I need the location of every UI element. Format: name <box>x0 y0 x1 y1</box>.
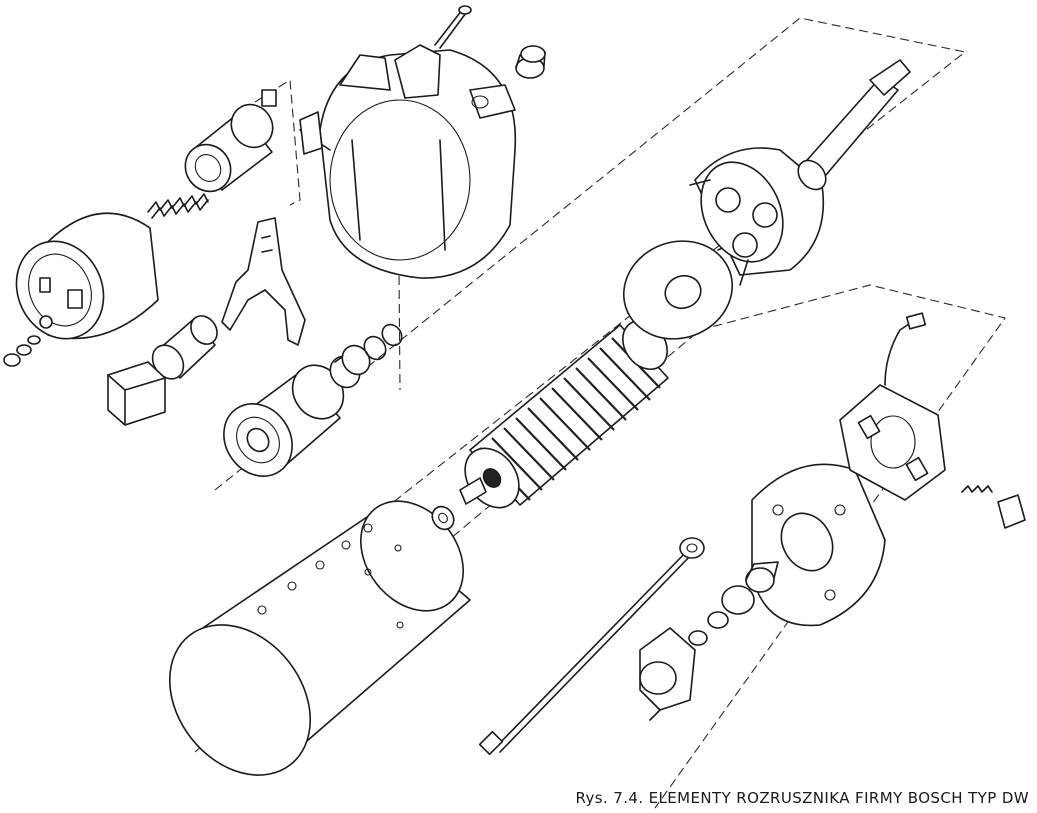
pinion-drive <box>223 364 345 477</box>
commutator-bearing <box>679 537 779 646</box>
snap-rings <box>363 323 403 361</box>
armature-washer <box>431 505 455 531</box>
screw-top <box>434 5 472 49</box>
solenoid-switch <box>15 212 159 340</box>
bushing-top <box>515 45 546 79</box>
shift-fork-lever <box>221 217 306 346</box>
planetary-gear-carrier <box>689 147 825 286</box>
guide-sleeve <box>151 315 218 380</box>
pole-housing <box>168 500 471 776</box>
through-bolt <box>478 547 695 756</box>
terminal-nuts <box>3 335 41 367</box>
output-shaft <box>797 59 911 191</box>
drive-end-housing <box>299 44 517 279</box>
rubber-block <box>107 361 166 426</box>
brush-holder <box>839 312 946 501</box>
intermediate-plate <box>622 239 741 340</box>
commutator-end-shield <box>751 463 886 627</box>
armature <box>459 320 669 509</box>
bearing-bushing <box>329 344 371 389</box>
figure-caption: Rys. 7.4. ELEMENTY ROZRUSZNIKA FIRMY BOS… <box>575 789 1029 807</box>
solenoid-plunger <box>184 89 277 193</box>
return-spring <box>147 193 209 219</box>
brush-spring <box>961 485 1026 529</box>
end-cap <box>639 627 696 721</box>
